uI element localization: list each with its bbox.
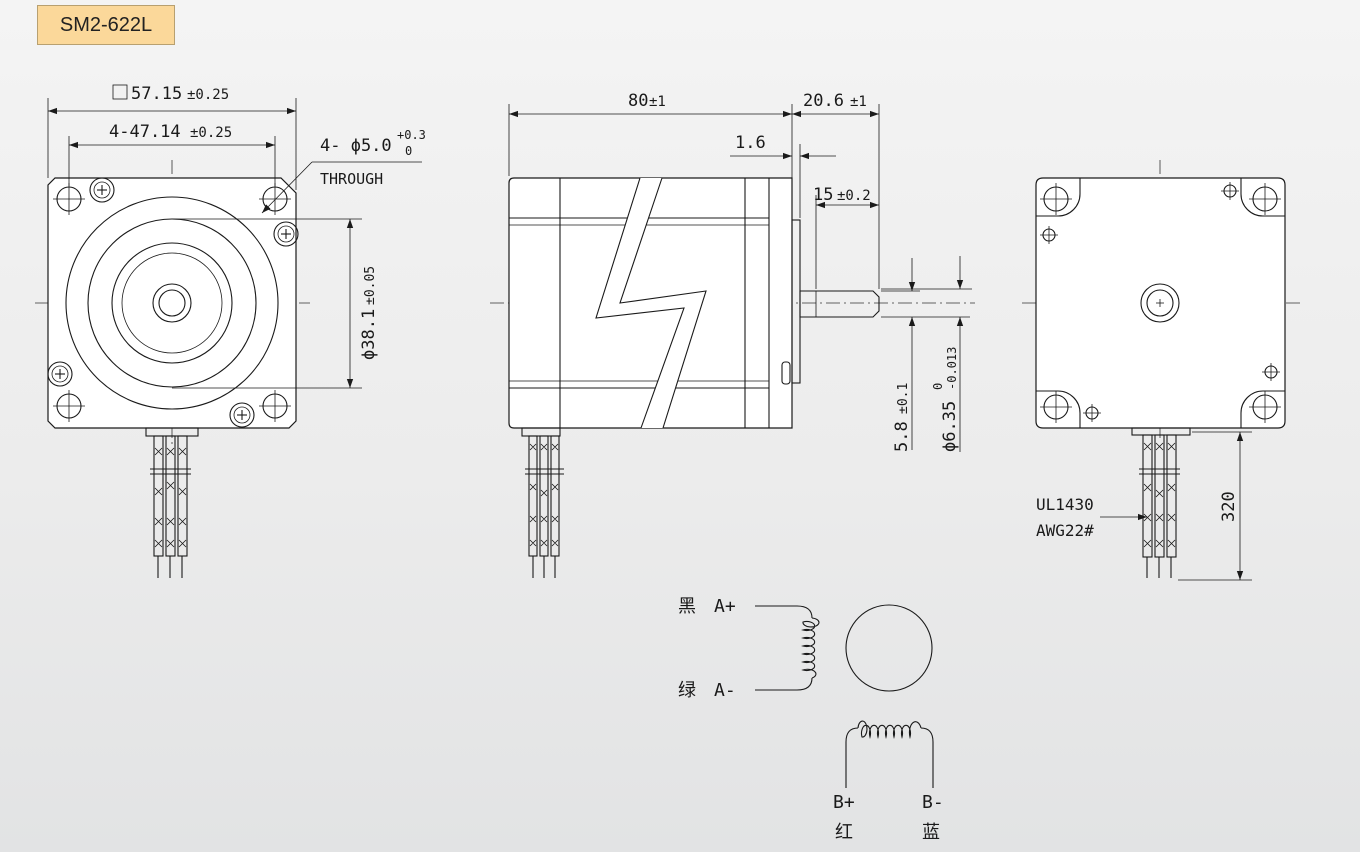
dim-shaft-length-tol: ±1 — [850, 94, 867, 110]
dim-pilot-dia: ϕ38.1 — [359, 309, 379, 360]
a-minus-color: 绿 — [678, 680, 696, 701]
b-minus-label: B- — [922, 792, 944, 813]
wire-gauge-label: AWG22# — [1036, 521, 1094, 540]
dim-pilot-dia-tol: ±0.05 — [363, 266, 378, 305]
model-badge: SM2-622L — [37, 5, 175, 45]
front-view: 57.15 ±0.25 4-47.14 ±0.25 4- ϕ5.0 +0.3 0… — [35, 84, 426, 578]
wiring-diagram: 黑 A+ 绿 A- B+ 红 B- 蓝 — [678, 596, 944, 843]
dim-pilot-height: 1.6 — [735, 133, 766, 153]
side-view: 80 ±1 20.6 ±1 1.6 15 ±0.2 5.8 ±0.1 ϕ6.35… — [490, 91, 975, 578]
dim-hole-dia: 4- ϕ5.0 — [320, 136, 392, 156]
dim-body-length: 80 — [628, 91, 648, 111]
a-plus-label: A+ — [714, 596, 736, 617]
rear-view: 320 UL1430 AWG22# — [1022, 160, 1300, 581]
dim-body-length-tol: ±1 — [649, 94, 666, 110]
dim-flat-depth-tol: ±0.1 — [896, 383, 911, 414]
dim-flat-length-tol: ±0.2 — [837, 188, 871, 204]
screw-icon — [273, 221, 299, 247]
dim-flange-square: 57.15 — [131, 84, 182, 104]
a-minus-label: A- — [714, 680, 736, 701]
dim-shaft-dia-tol-lower: -0.013 — [945, 347, 959, 390]
screw-icon — [229, 402, 255, 428]
dim-flange-square-tol: ±0.25 — [187, 87, 229, 103]
dim-hole-dia-tol-upper: +0.3 — [397, 128, 426, 142]
a-plus-color: 黑 — [678, 596, 696, 617]
dim-hole-dia-tol-lower: 0 — [405, 144, 412, 158]
wire-type-label: UL1430 — [1036, 495, 1094, 514]
b-plus-color: 红 — [835, 822, 853, 843]
dim-hole-pitch-tol: ±0.25 — [190, 125, 232, 141]
through-label: THROUGH — [320, 170, 383, 188]
dim-shaft-dia: ϕ6.35 — [940, 401, 960, 452]
dim-shaft-dia-tol-upper: 0 — [931, 383, 945, 390]
dim-shaft-length: 20.6 — [803, 91, 844, 111]
b-minus-color: 蓝 — [922, 822, 940, 843]
dim-flat-depth: 5.8 — [892, 421, 912, 452]
dim-lead-length: 320 — [1219, 491, 1239, 522]
lead-wires — [150, 435, 191, 578]
dim-hole-pitch: 4-47.14 — [109, 122, 181, 142]
dim-flat-length: 15 — [813, 185, 833, 205]
b-plus-label: B+ — [833, 792, 855, 813]
